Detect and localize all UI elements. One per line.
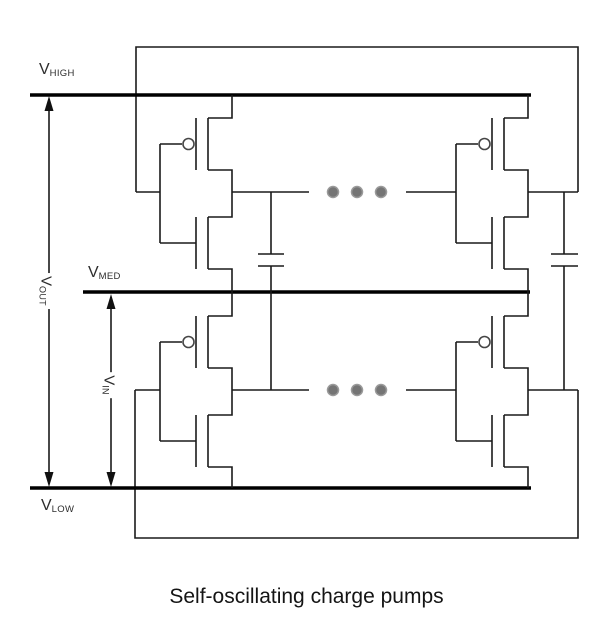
pmos-gate-bubble [182,335,195,349]
ellipsis-dot [350,185,364,199]
inverter-wires [406,95,578,292]
capacitor-symbol [551,192,578,390]
ellipsis-dot [326,185,340,199]
vmed-label-sub: MED [98,271,121,282]
top-feedback-wire [135,46,579,192]
figure-caption: Self-oscillating charge pumps [169,585,444,608]
inverter-top-left [136,95,309,292]
inverter-wires [406,292,578,488]
coupling-capacitor-left [258,192,284,390]
inverter-wires [136,95,309,292]
vmed-label: VMED [88,264,121,286]
vout-label: VOUT [33,273,55,309]
bottom-feedback-wire [134,390,579,539]
arrowhead-down-icon [106,472,116,487]
inverter-wires [135,292,309,488]
inverter-bottom-left [135,292,309,488]
inverter-bottom-right [406,292,578,488]
vhigh-label-base: V [39,61,50,78]
arrowhead-up-icon [106,294,116,309]
vlow-label-base: V [41,497,52,514]
arrowhead-up-icon [44,96,54,111]
vout-label-sub: OUT [37,286,48,306]
arrowhead-down-icon [44,472,54,487]
inverter-top-right [406,95,578,292]
ellipsis-dot [326,383,340,397]
ellipsis-dot [374,383,388,397]
vhigh-label-sub: HIGH [49,68,75,79]
vin-label-base: V [100,375,118,386]
ellipsis-dots-bottom [326,383,388,397]
vin-label-sub: IN [100,385,111,395]
pmos-gate-bubble [182,137,195,151]
coupling-capacitor-right [551,192,578,390]
ellipsis-dot [350,383,364,397]
ellipsis-dots-top [326,185,388,199]
ellipsis-dot [374,185,388,199]
vmed-label-base: V [88,264,99,281]
vout-label-base: V [37,276,55,287]
capacitor-symbol [258,192,284,390]
vhigh-label: VHIGH [39,61,75,83]
vlow-label-sub: LOW [51,504,75,515]
vin-label: VIN [96,372,118,398]
pmos-gate-bubble [478,137,491,151]
vlow-label: VLOW [41,497,75,519]
pmos-gate-bubble [478,335,491,349]
